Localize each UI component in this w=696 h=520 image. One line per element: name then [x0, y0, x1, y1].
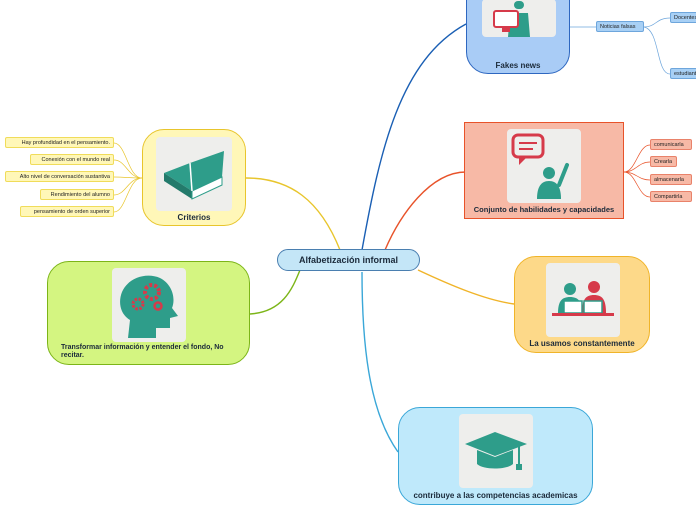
- link-criterios: [245, 177, 341, 251]
- habilidad-item[interactable]: Crearla: [650, 156, 677, 167]
- topic-conjunto-habilidades[interactable]: Conjunto de habilidades y capacidades: [464, 122, 624, 219]
- criterios-illustration: [156, 137, 232, 211]
- competencias-label: contribuye a las competencias academicas: [413, 491, 578, 500]
- docentes-node[interactable]: Docentes: [670, 12, 696, 23]
- conjunto-label: Conjunto de habilidades y capacidades: [473, 205, 615, 214]
- criterio-item[interactable]: pensamiento de orden superior: [20, 206, 114, 217]
- central-topic-label: Alfabetización informal: [298, 255, 398, 265]
- link-fakes-news: [361, 23, 467, 251]
- link-usamos: [417, 269, 515, 305]
- people-computers-icon: [552, 281, 614, 316]
- head-gears-icon: [120, 275, 178, 338]
- fakes-news-label: Fakes news: [495, 61, 541, 70]
- noticias-falsas-node[interactable]: Noticias falsas: [596, 21, 644, 32]
- criterio-item[interactable]: Hay profundidad en el pensamiento.: [5, 137, 114, 148]
- habilidad-item[interactable]: comunicarla: [650, 139, 692, 150]
- criterio-item[interactable]: Conexión con el mundo real: [30, 154, 114, 165]
- open-book-icon: [164, 151, 224, 200]
- topic-fakes-news[interactable]: Fakes news: [466, 0, 570, 74]
- speaking-person-icon: [511, 133, 569, 199]
- link-competencias: [361, 271, 399, 453]
- estudiantes-node[interactable]: estudiantes: [670, 68, 696, 79]
- topic-criterios[interactable]: Criterios: [142, 129, 246, 226]
- fakes-news-illustration: [482, 0, 556, 37]
- criterio-item[interactable]: Rendimiento del alumno: [40, 189, 114, 200]
- link-transformar: [249, 269, 301, 315]
- usamos-illustration: [546, 263, 620, 337]
- criterio-item[interactable]: Alto nivel de conversación sustantiva: [5, 171, 114, 182]
- criterios-label: Criterios: [177, 213, 211, 222]
- topic-usamos-constantemente[interactable]: La usamos constantemente: [514, 256, 650, 353]
- habilidad-item[interactable]: Compartirla: [650, 191, 692, 202]
- competencias-illustration: [459, 414, 533, 488]
- usamos-label: La usamos constantemente: [529, 339, 635, 348]
- conjunto-illustration: [507, 129, 581, 203]
- central-topic[interactable]: Alfabetización informal: [277, 249, 420, 271]
- topic-competencias-academicas[interactable]: contribuye a las competencias academicas: [398, 407, 593, 505]
- transformar-label: Transformar información y entender el fo…: [61, 344, 224, 359]
- link-conjunto: [384, 171, 467, 251]
- habilidad-item[interactable]: almacenarla: [650, 174, 692, 185]
- computer-user-icon: [493, 1, 530, 37]
- transformar-illustration: [112, 268, 186, 342]
- topic-transformar-informacion[interactable]: Transformar información y entender el fo…: [47, 261, 250, 365]
- graduation-cap-icon: [465, 432, 527, 470]
